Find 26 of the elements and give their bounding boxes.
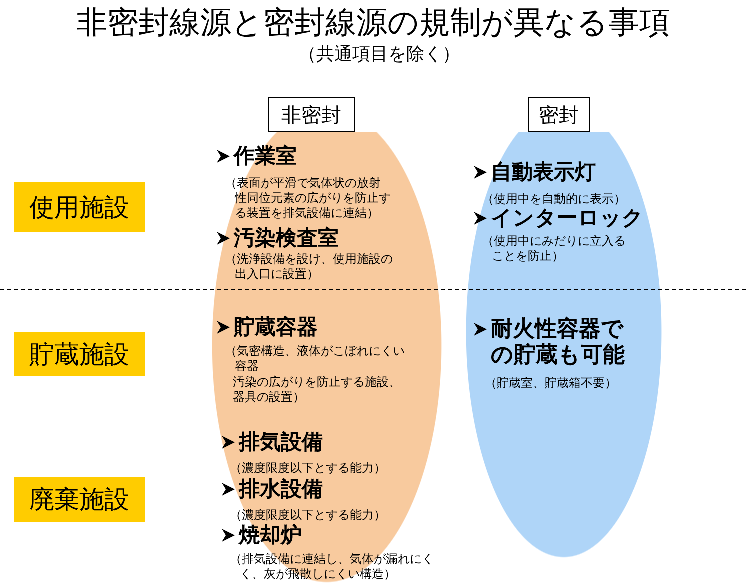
- item-heading: インターロック: [491, 206, 644, 232]
- column-heading: 非密封: [268, 97, 355, 132]
- item-heading: 貯蔵容器: [234, 315, 318, 340]
- facility-category-label: 使用施設: [14, 182, 145, 232]
- item-heading: 排水設備: [239, 477, 323, 502]
- facility-category-label: 廃棄施設: [14, 477, 145, 522]
- column-heading: 密封: [528, 97, 590, 132]
- diagram-title: 非密封線源と密封線源の規制が異なる事項: [76, 4, 670, 42]
- item-note: （排気設備に連結し、気体が漏れにくく、灰が飛散しにくい構造）: [230, 552, 435, 582]
- item-note: （使用中にみだりに立入ることを防止）: [482, 234, 627, 264]
- facility-category-label: 貯蔵施設: [14, 332, 145, 376]
- item-heading: 焼却炉: [239, 523, 302, 548]
- item-note: （使用中を自動的に表示）: [482, 192, 627, 207]
- item-note: （濃度限度以下とする能力）: [230, 508, 387, 523]
- item-heading: 汚染検査室: [234, 226, 339, 252]
- item-heading: 作業室: [234, 144, 297, 170]
- item-note: （貯蔵室、貯蔵箱不要）: [485, 376, 618, 391]
- item-note: 汚染の広がりを防止する施設、器具の設置）: [233, 375, 402, 405]
- subtitle: （共通項目を除く）: [298, 43, 460, 67]
- item-heading: 自動表示灯: [491, 160, 596, 186]
- item-note: （濃度限度以下とする能力）: [230, 461, 387, 476]
- item-note: （気密構造、液体がこぼれにくい容器: [225, 344, 406, 374]
- item-note: （洗浄設備を設け、使用施設の出入口に設置）: [225, 252, 394, 282]
- item-heading: 排気設備: [239, 430, 323, 456]
- item-heading: 耐火性容器での貯蔵も可能: [491, 317, 626, 370]
- item-note: （表面が平滑で気体状の放射性同位元素の広がりを防止する装置を排気設備に連結）: [225, 176, 391, 221]
